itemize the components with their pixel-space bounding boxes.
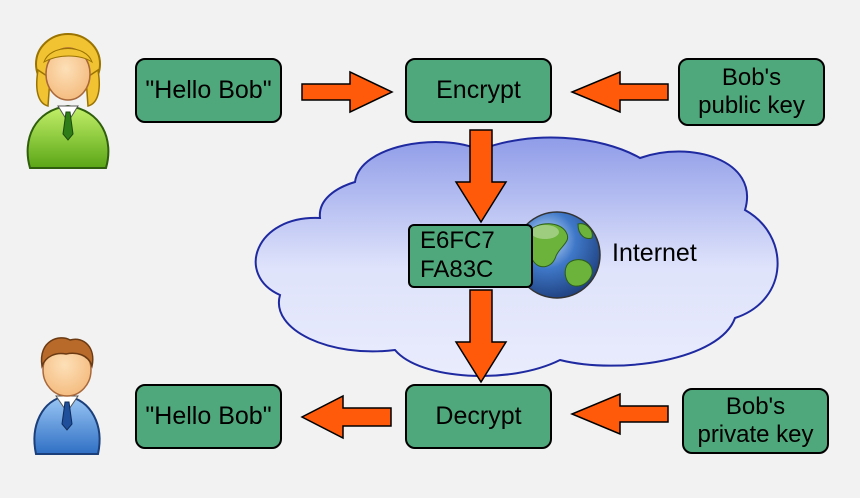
ciphertext-line-1: E6FC7 (420, 227, 495, 255)
globe-icon (513, 211, 601, 299)
internet-label: Internet (612, 239, 697, 267)
arrow-down-icon (454, 289, 508, 384)
alice-avatar-icon (26, 33, 110, 169)
arrow-left-icon (570, 392, 669, 436)
decrypt-box: Decrypt (405, 384, 552, 449)
plaintext-box-sender: "Hello Bob" (135, 58, 282, 123)
bob-avatar-icon (33, 337, 101, 455)
plaintext-box-receiver: "Hello Bob" (135, 384, 282, 449)
arrow-left-icon (300, 394, 392, 440)
encrypt-box: Encrypt (405, 58, 552, 123)
arrow-down-icon (454, 129, 508, 224)
private-key-box: Bob's private key (682, 388, 829, 454)
ciphertext-box: E6FC7 FA83C (408, 224, 533, 288)
arrow-left-icon (570, 70, 669, 114)
public-key-box: Bob's public key (678, 58, 825, 126)
ciphertext-line-2: FA83C (420, 256, 494, 283)
arrow-right-icon (301, 70, 394, 114)
